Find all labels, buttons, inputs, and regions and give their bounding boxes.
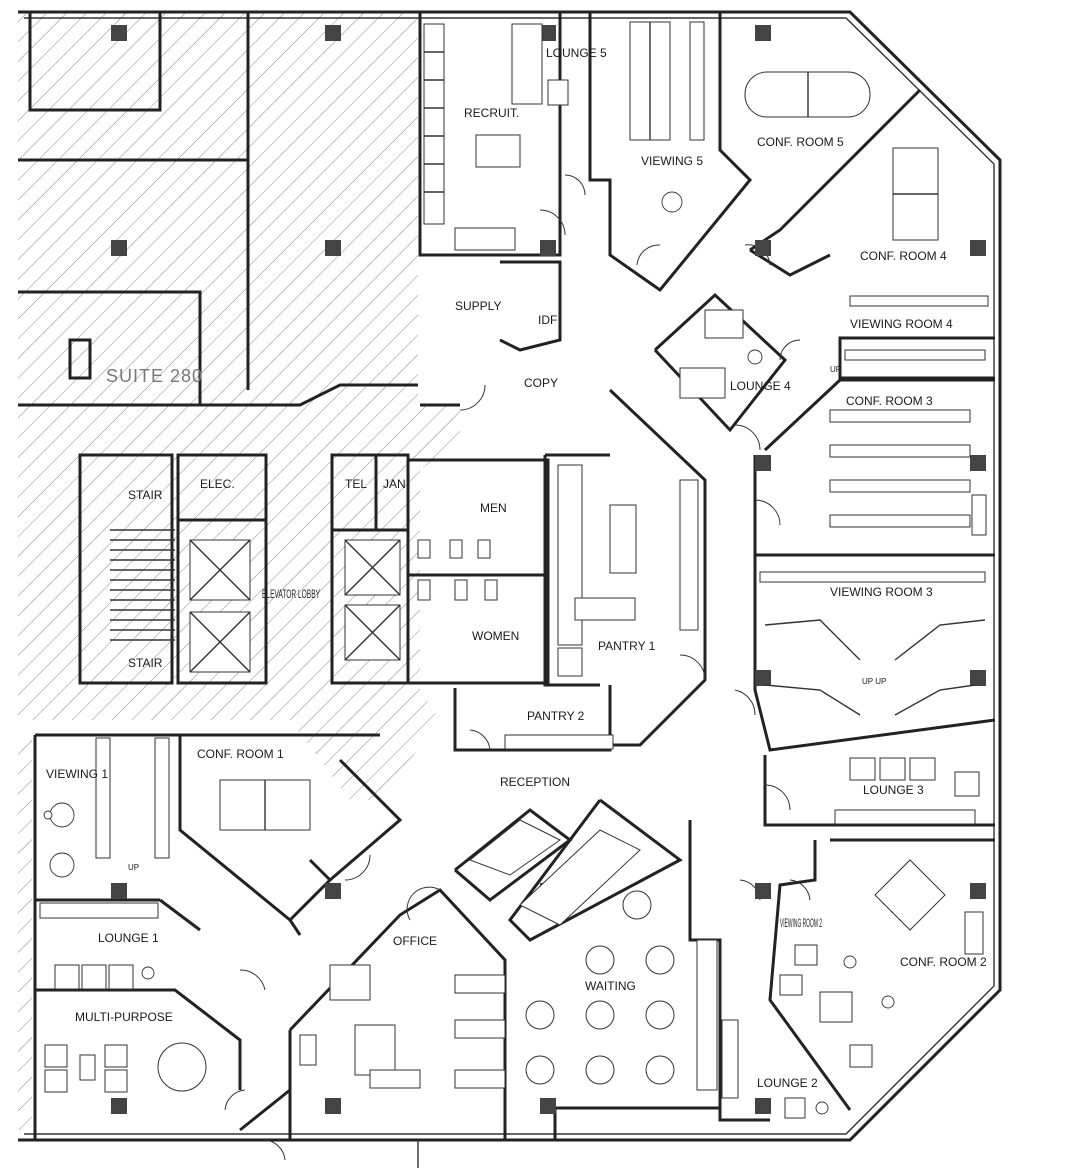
conf-room-3-rows [829,409,987,536]
viewing-room-4-rows [844,295,989,361]
building-core [78,453,550,685]
room-label-pantry-1: PANTRY 1 [598,639,656,653]
room-label-office: OFFICE [393,934,437,948]
structural-columns [111,25,986,1114]
multi-purpose-furniture [44,1042,207,1093]
waiting-tables [525,890,718,1091]
suite-280-walls [18,12,418,407]
room-label-pantry-2: PANTRY 2 [527,709,585,723]
suite-label: SUITE 280 [106,366,203,386]
room-label-viewing-room-2: VIEWING ROOM 2 [780,916,822,930]
room-label-lounge-2: LOUNGE 2 [757,1076,818,1090]
room-label-idf: IDF [538,313,557,327]
conf-room-5-table [744,71,871,118]
room-label-jan: JAN [383,477,406,491]
room-label-women: WOMEN [472,629,519,643]
stair-note-up-1: UP [830,365,841,374]
room-label-men: MEN [480,501,507,515]
room-label-viewing-room-3: VIEWING ROOM 3 [830,585,933,599]
room-label-stair-2: STAIR [128,656,163,670]
room-label-lounge-1: LOUNGE 1 [98,931,159,945]
room-label-conf-room-5: CONF. ROOM 5 [757,135,844,149]
room-label-lounge-3: LOUNGE 3 [863,783,924,797]
room-label-waiting: WAITING [585,979,636,993]
pantry-2-counter [504,734,614,750]
exterior-wall [18,10,1002,1168]
reception-desk [469,819,641,926]
room-label-copy: COPY [524,376,558,390]
room-label-viewing-1: VIEWING 1 [46,767,108,781]
lounge-3-furniture [834,757,980,825]
conf-room-4-table [892,147,939,241]
room-label-elevator-lobby: ELEVATOR LOBBY [262,587,320,601]
room-label-supply: SUPPLY [455,299,501,313]
room-label-conf-room-3: CONF. ROOM 3 [846,394,933,408]
viewing-1-furniture [43,737,170,878]
stair-note-up-up: UP UP [862,677,886,686]
conf-room-2-table [874,859,984,955]
room-labels: SUITE 280 LOUNGE 5 RECRUIT. VIEWING 5 CO… [46,46,987,1090]
room-label-reception: RECEPTION [500,775,570,789]
room-label-stair-1: STAIR [128,488,163,502]
pantry-1-furniture [557,464,699,677]
lounge-1-furniture [39,902,159,990]
room-label-multi-purpose: MULTI-PURPOSE [75,1010,173,1024]
room-label-viewing-room-4: VIEWING ROOM 4 [850,317,953,331]
furniture [39,21,989,1119]
lounge-4-furniture [679,309,763,399]
lounge-2-furniture [721,1019,829,1119]
viewing-5-seating [629,21,705,213]
office-desks [299,964,506,1089]
door-swings [224,174,811,1161]
conf-room-1-table [219,779,311,831]
lockers-recruit [423,23,569,251]
room-label-viewing-5: VIEWING 5 [641,154,703,168]
room-label-lounge-4: LOUNGE 4 [730,379,791,393]
room-label-lounge-5: LOUNGE 5 [546,46,607,60]
room-label-conf-room-1: CONF. ROOM 1 [197,747,284,761]
interior-walls [33,12,996,1140]
room-label-recruit: RECRUIT. [464,106,519,120]
room-label-tel: TEL [345,477,367,491]
viewing-room-3-rows [759,571,986,716]
room-label-conf-room-2: CONF. ROOM 2 [900,955,987,969]
room-label-elec: ELEC. [200,477,235,491]
stair-note-up-2: UP [128,863,139,872]
viewing-room-2-furniture [779,944,895,1068]
room-label-conf-room-4: CONF. ROOM 4 [860,249,947,263]
